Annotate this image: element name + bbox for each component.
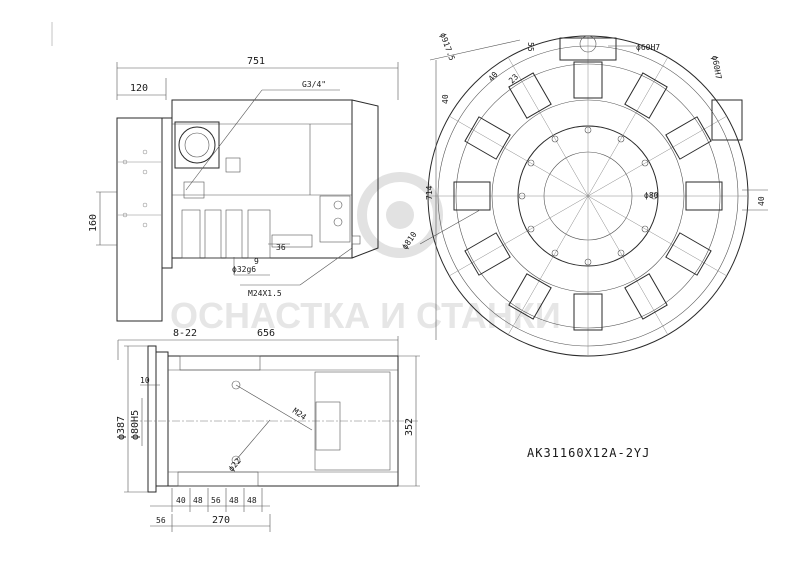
watermark: ОСНАСТКА И СТАНКИ (170, 172, 561, 336)
hole-m24: M24 (291, 406, 308, 422)
spacing-1: 40 (176, 496, 186, 505)
spacing-2: 48 (193, 496, 203, 505)
hole-22: ϕ22 (227, 456, 243, 473)
dim-80: ϕ80 (644, 191, 659, 200)
dim-40-top: 40 (487, 70, 500, 83)
dim-pilot-dia: ϕ80H5 (130, 410, 141, 440)
watermark-logo-icon (357, 172, 443, 258)
spacing-4: 48 (229, 496, 239, 505)
dim-body-length: 656 (257, 328, 275, 339)
dim-height: 160 (88, 214, 99, 232)
dim-714: 714 (425, 185, 434, 200)
top-flange (147, 345, 157, 493)
side-flange (116, 117, 163, 322)
spacing-3: 56 (211, 496, 221, 505)
dim-shaft-dia: ϕ32g6 (232, 265, 256, 274)
dim-9: 9 (254, 257, 259, 266)
dim-40-right: 40 (757, 196, 766, 206)
spacing-5: 48 (247, 496, 257, 505)
dim-span-270: 270 (212, 515, 230, 526)
thread-note: G3/4" (302, 80, 326, 89)
dim-thread-m24: M24X1.5 (248, 289, 282, 298)
dim-23: 23 (507, 72, 520, 85)
dim-flange-thick: 10 (140, 376, 150, 385)
dim-8-22: 8-22 (173, 328, 197, 339)
dim-overall-length: 751 (247, 56, 265, 67)
watermark-text: ОСНАСТКА И СТАНКИ (170, 295, 561, 336)
side-view: 751 120 160 G3/4" (88, 56, 399, 322)
dim-36: 36 (276, 243, 286, 252)
dim-outer-dia: ϕ387 (116, 416, 127, 440)
model-code: AK31160X12A-2YJ (527, 446, 650, 460)
dim-55: 55 (526, 42, 535, 52)
dim-40-left: 40 (441, 94, 450, 104)
dim-offset-56: 56 (156, 516, 166, 525)
dim-flange-offset: 120 (130, 83, 148, 94)
pin-dia-top: ϕ60H7 (636, 43, 660, 52)
top-view: 8-22 656 M24 ϕ22 10 ϕ387 ϕ80H5 (116, 328, 420, 532)
port-circle (178, 126, 216, 164)
pin-dia-right: ϕ60H7 (710, 55, 723, 80)
dim-width: 352 (404, 418, 415, 436)
